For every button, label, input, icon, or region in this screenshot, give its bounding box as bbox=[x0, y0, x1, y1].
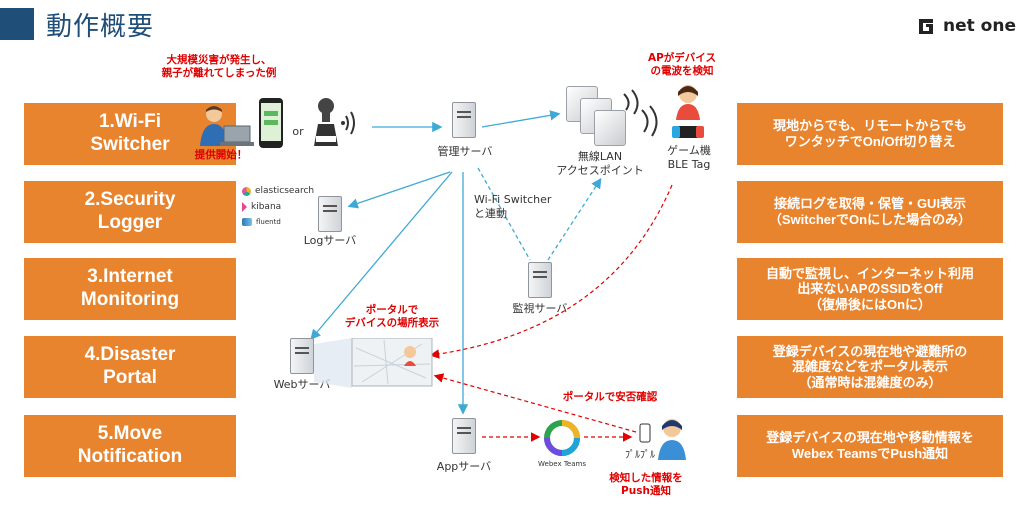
feature-box-wifi-switcher: 1.Wi-Fi Switcher bbox=[24, 103, 236, 165]
netone-logo: net one bbox=[917, 16, 1016, 36]
wireless-waves-icon bbox=[623, 89, 658, 137]
monitor-server-icon bbox=[528, 262, 552, 298]
feature-box-security-logger: 2.Security Logger bbox=[24, 181, 236, 243]
fluentd-logo: fluentd bbox=[242, 218, 281, 226]
fluentd-text: fluentd bbox=[256, 218, 281, 226]
smartphone-icon bbox=[259, 98, 283, 148]
wireless-ap-label: 無線LAN アクセスポイント bbox=[556, 150, 644, 177]
elasticsearch-logo: elasticsearch bbox=[242, 186, 314, 196]
app-server-icon bbox=[452, 418, 476, 454]
desc-box-move-notification: 登録デバイスの現在地や移動情報を Webex TeamsでPush通知 bbox=[737, 415, 1003, 477]
line-monitor-to-ap bbox=[547, 177, 602, 261]
line-mgmt-to-web bbox=[310, 171, 453, 340]
feature-box-disaster-portal: 4.Disaster Portal bbox=[24, 336, 236, 398]
line-mgmt-to-monitor bbox=[477, 167, 531, 261]
log-server-icon bbox=[318, 196, 342, 232]
child-game-device-icon bbox=[672, 85, 704, 138]
app-server-label: Appサーバ bbox=[436, 460, 492, 473]
monitor-server-label: 監視サーバ bbox=[512, 302, 568, 315]
operator-person-icon bbox=[200, 106, 254, 146]
annotation-service-start: 提供開始！ bbox=[194, 149, 248, 161]
portal-map-screen bbox=[314, 338, 433, 388]
or-label: or bbox=[292, 125, 304, 138]
annotation-disaster-example: 大規模災害が発生し、 親子が離れてしまった例 bbox=[161, 54, 277, 80]
annotation-ap-detect: APがデバイス の電波を検知 bbox=[647, 52, 716, 78]
desc-box-internet-monitoring: 自動で監視し、インターネット利用 出来ないAPのSSIDをOff （復帰後にはO… bbox=[737, 258, 1003, 320]
webex-teams-icon bbox=[544, 420, 580, 456]
annotation-portal-safety: ポータルで安否確認 bbox=[562, 391, 658, 403]
feature-box-move-notification: 5.Move Notification bbox=[24, 415, 236, 477]
fluentd-icon bbox=[242, 218, 252, 226]
elasticsearch-icon bbox=[242, 186, 251, 196]
page-title: 動作概要 bbox=[46, 12, 155, 42]
logo-text: net one bbox=[943, 16, 1016, 36]
line-mgmt-to-ap bbox=[481, 110, 561, 128]
desc-box-wifi-switcher: 現地からでも、リモートからでも ワンタッチでOn/Off切り替え bbox=[737, 103, 1003, 165]
wifi-switcher-link-label: Wi-Fi Switcher と連動 bbox=[474, 193, 552, 220]
management-server-icon bbox=[452, 102, 476, 138]
annotation-portal-location: ポータルで デバイスの場所表示 bbox=[344, 304, 440, 330]
line-ap-to-portal bbox=[429, 184, 673, 359]
kibana-text: kibana bbox=[251, 202, 282, 212]
elasticsearch-text: elasticsearch bbox=[255, 186, 315, 196]
webex-teams-label: Webex Teams bbox=[538, 460, 586, 468]
line-mgmt-to-log bbox=[347, 171, 451, 209]
management-server-label: 管理サーバ bbox=[437, 145, 493, 158]
netone-logo-icon bbox=[919, 19, 933, 34]
kibana-icon bbox=[242, 202, 247, 212]
parent-person-icon bbox=[639, 419, 686, 460]
web-server-icon bbox=[290, 338, 314, 374]
kibana-logo: kibana bbox=[242, 202, 281, 212]
purupuru-label: ﾌﾟﾙﾌﾟﾙ bbox=[625, 450, 655, 461]
desc-box-security-logger: 接続ログを取得・保管・GUI表示 （SwitcherでOnにした場合のみ） bbox=[737, 181, 1003, 243]
annotation-push-notify: 検知した情報を Push通知 bbox=[609, 472, 683, 498]
desc-box-disaster-portal: 登録デバイスの現在地や避難所の 混雑度などをポータル表示 （通常時は混雑度のみ） bbox=[737, 336, 1003, 398]
title-accent-bar bbox=[0, 8, 34, 40]
log-server-label: Logサーバ bbox=[303, 234, 357, 247]
game-device-label: ゲーム機 BLE Tag bbox=[667, 144, 711, 171]
switch-device-icon bbox=[314, 98, 355, 146]
access-point-icon-3 bbox=[594, 110, 626, 146]
feature-box-internet-monitoring: 3.Internet Monitoring bbox=[24, 258, 236, 320]
